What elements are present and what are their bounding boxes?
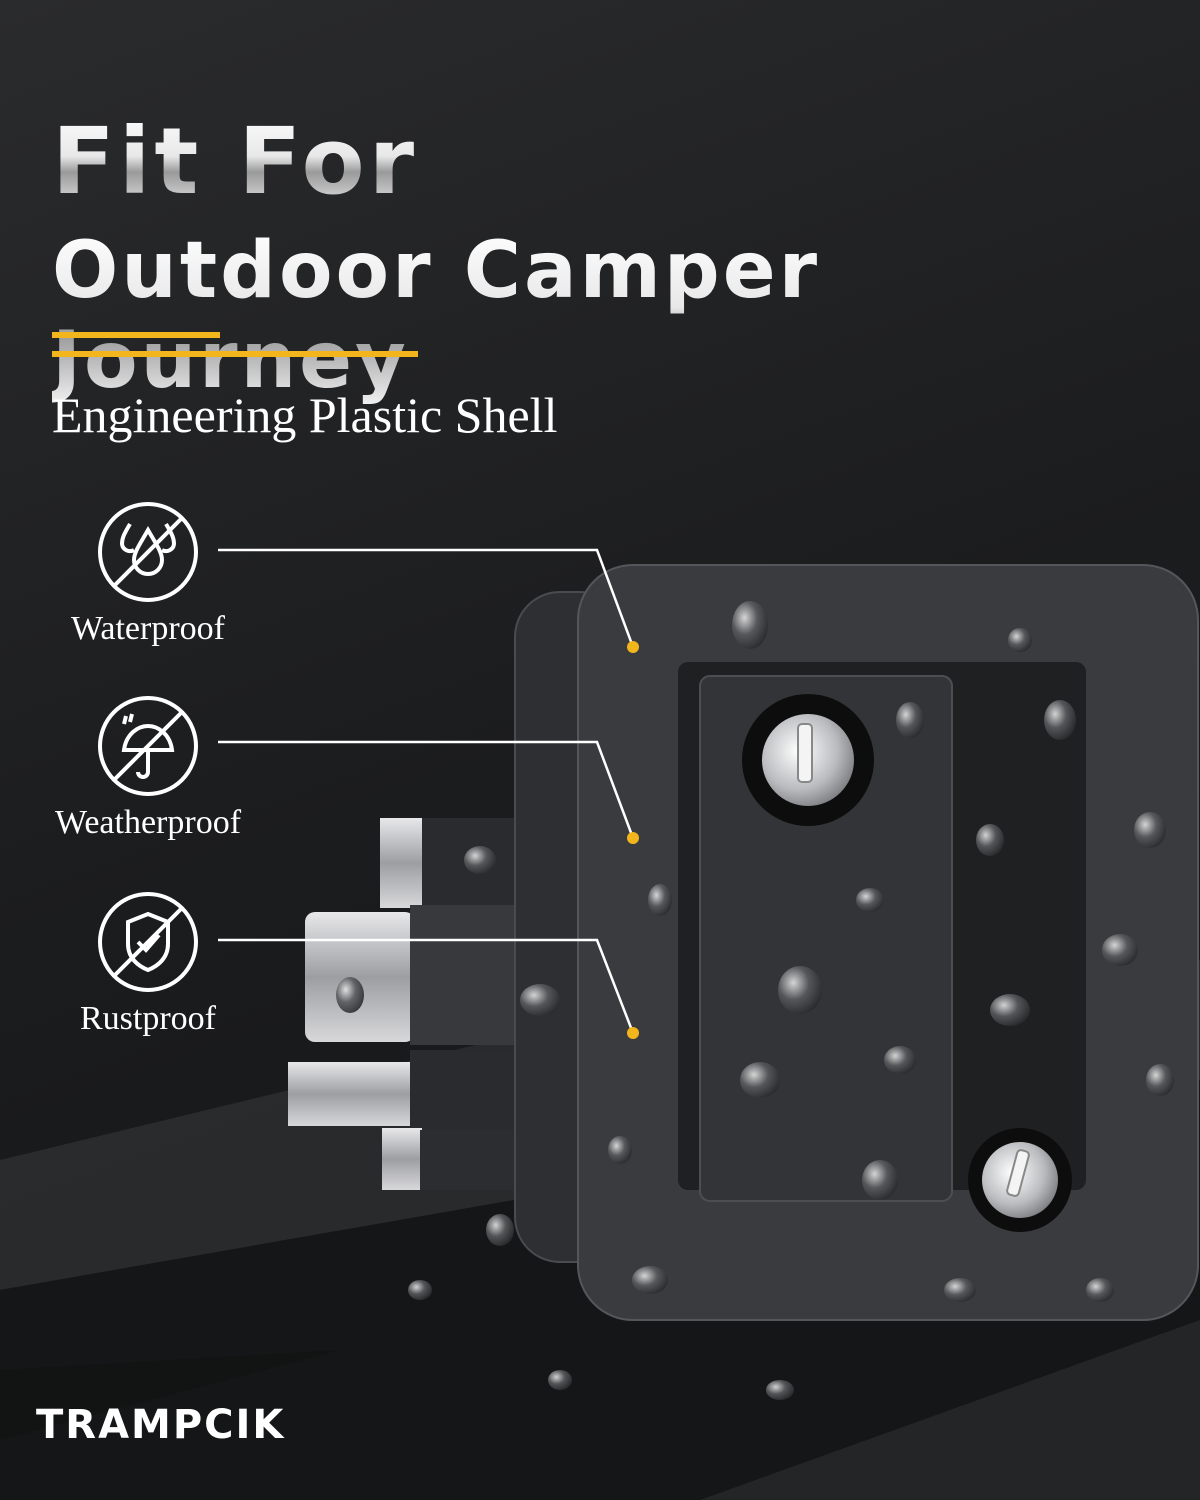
feature-waterproof: Waterproof xyxy=(48,500,248,648)
accent-bar-long xyxy=(52,351,418,357)
brand-logo: TRAMPCIK xyxy=(36,1402,286,1448)
water-drops-crossed-icon xyxy=(98,502,198,602)
feature-label: Weatherproof xyxy=(54,804,242,841)
shield-check-crossed-icon xyxy=(98,892,198,992)
feature-label: Waterproof xyxy=(71,610,225,647)
callout-dot-rustproof xyxy=(627,1027,639,1039)
umbrella-rain-crossed-icon xyxy=(98,696,198,796)
subtitle: Engineering Plastic Shell xyxy=(52,387,558,443)
feature-label: Rustproof xyxy=(80,1000,216,1037)
accent-bar-short xyxy=(52,332,220,338)
callout-dot-weatherproof xyxy=(627,832,639,844)
headline-line-2: Outdoor Camper Journey xyxy=(52,226,1200,406)
callout-dot-waterproof xyxy=(627,641,639,653)
headline-line-1: Fit For xyxy=(52,108,419,215)
feature-weatherproof: Weatherproof xyxy=(48,694,248,842)
feature-rustproof: Rustproof xyxy=(48,890,248,1038)
